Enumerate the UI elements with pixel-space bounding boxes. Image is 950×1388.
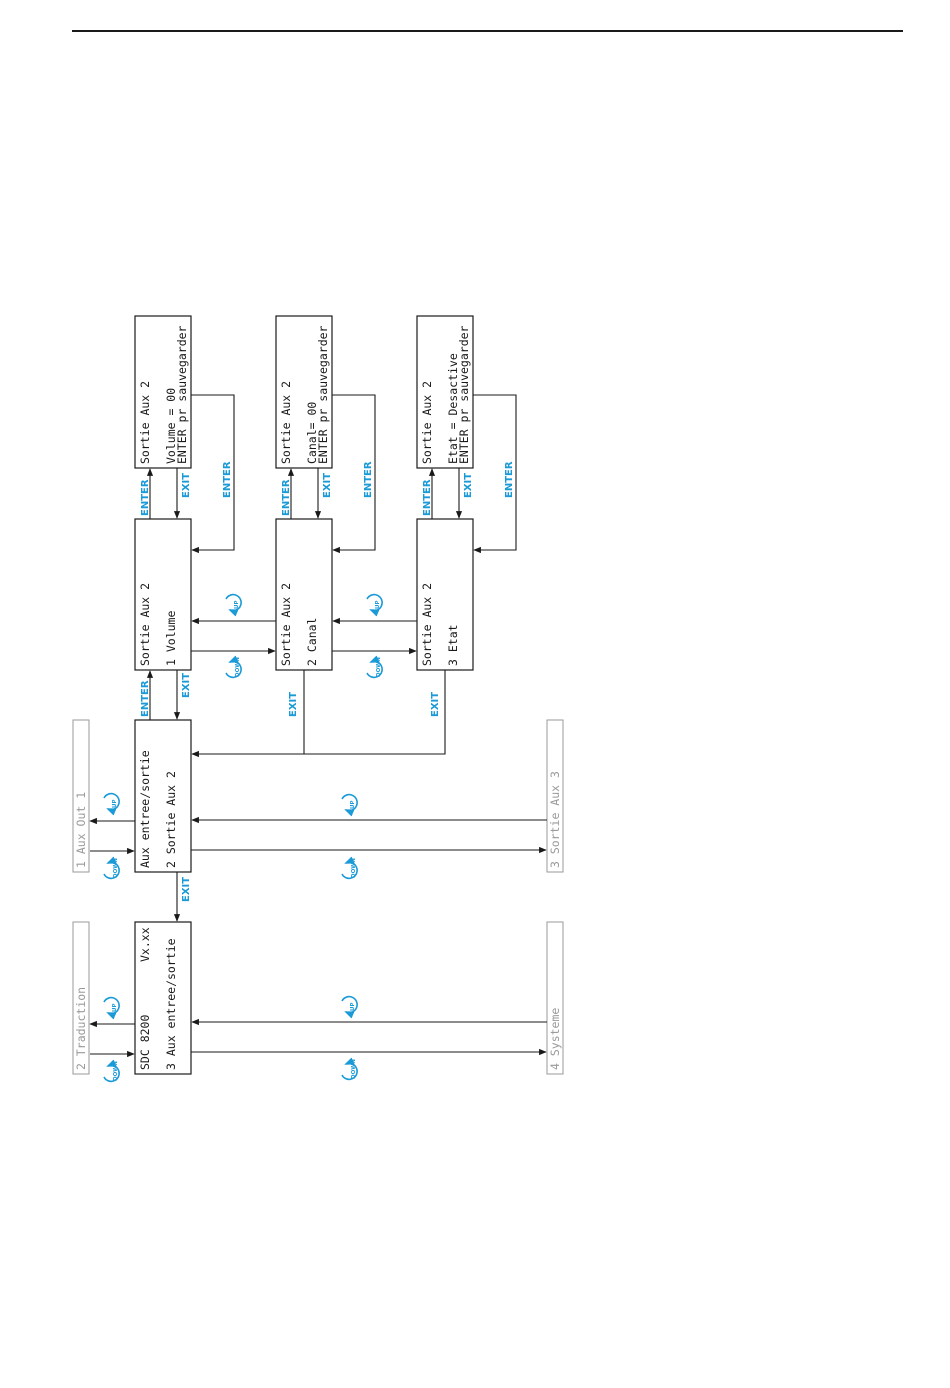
main-box [134, 921, 192, 1075]
sub-etat-line1: Sortie Aux 2 [420, 583, 434, 666]
prev-main-label: 2 Traduction [74, 987, 88, 1070]
down-icon: DOWN [104, 858, 119, 879]
down-icon: DOWN [342, 1059, 357, 1080]
main-line2: 3 Aux entree/sortie [164, 938, 178, 1070]
edit-box-etat [416, 315, 474, 469]
aux-line1: Aux entree/sortie [138, 750, 152, 868]
etat-save-arrow [473, 394, 517, 554]
edit-canal-line1: Sortie Aux 2 [279, 381, 293, 464]
exit-label-etat-edit: EXIT [463, 473, 474, 498]
aux-box [134, 719, 192, 873]
exit-label-canal-aux: EXIT [288, 692, 299, 717]
edit-box-canal [275, 315, 333, 469]
volume-save-arrow [191, 394, 235, 554]
up-icon: UP [342, 795, 357, 811]
sub-canal-line1: Sortie Aux 2 [279, 583, 293, 666]
exit-label-aux-sub: EXIT [181, 673, 192, 698]
svg-text:DOWN: DOWN [113, 1061, 119, 1081]
edit-canal-line3: ENTER pr sauvegarder [316, 325, 330, 464]
enter-label-etat-save: ENTER [504, 461, 515, 498]
up-icon: UP [104, 794, 119, 810]
enter-label-volume-edit: ENTER [140, 479, 151, 516]
next-aux-label: 3 Sortie Aux 3 [548, 771, 562, 868]
svg-text:DOWN: DOWN [376, 657, 382, 677]
svg-text:UP: UP [234, 601, 240, 610]
up-icon: UP [342, 997, 357, 1013]
edit-canal-line2: Canal= 00 [305, 402, 319, 464]
prev-main-box [72, 921, 90, 1075]
down-icon: DOWN [342, 858, 357, 879]
main-version: Vx.xx [138, 927, 152, 962]
sub-canal-line2: 2 Canal [305, 618, 319, 666]
svg-text:DOWN: DOWN [235, 657, 241, 677]
enter-label-canal-save: ENTER [363, 461, 374, 498]
enter-label-volume-save: ENTER [222, 461, 233, 498]
exit-label-canal-edit: EXIT [322, 473, 333, 498]
edit-etat-line3: ENTER pr sauvegarder [457, 325, 471, 464]
main-line1: SDC 8200 [138, 1015, 152, 1070]
enter-label-etat-edit: ENTER [422, 479, 433, 516]
up-icon: UP [367, 595, 382, 611]
svg-text:UP: UP [112, 1004, 118, 1013]
edit-volume-line1: Sortie Aux 2 [138, 381, 152, 464]
svg-text:DOWN: DOWN [351, 1059, 357, 1079]
svg-text:DOWN: DOWN [351, 858, 357, 878]
svg-text:UP: UP [375, 601, 381, 610]
up-icon: UP [226, 595, 241, 611]
canal-save-arrow [332, 394, 376, 554]
sub-volume-line1: Sortie Aux 2 [138, 583, 152, 666]
enter-label-canal-edit: ENTER [281, 479, 292, 516]
next-aux-box [546, 719, 564, 873]
next-main-box [546, 921, 564, 1075]
sub-volume-line2: 1 Volume [164, 611, 178, 666]
edit-volume-line2: Volume = 00 [164, 388, 178, 464]
prev-aux-box [72, 719, 90, 873]
down-icon: DOWN [104, 1061, 119, 1082]
svg-text:UP: UP [112, 800, 118, 809]
exit-label-etat-aux: EXIT [430, 692, 441, 717]
edit-etat-line1: Sortie Aux 2 [420, 381, 434, 464]
down-icon: DOWN [226, 657, 241, 678]
exit-label-aux-main: EXIT [181, 877, 192, 902]
sub-box-volume [134, 518, 192, 671]
edit-volume-line3: ENTER pr sauvegarder [175, 325, 189, 464]
svg-text:UP: UP [350, 1003, 356, 1012]
svg-text:DOWN: DOWN [113, 858, 119, 878]
next-main-label: 4 Systeme [548, 1008, 562, 1070]
svg-text:UP: UP [350, 801, 356, 810]
sub-etat-line2: 3 Etat [446, 624, 460, 666]
edit-box-volume [134, 315, 192, 469]
aux-line2: 2 Sortie Aux 2 [164, 771, 178, 868]
prev-aux-label: 1 Aux Out 1 [74, 792, 88, 868]
enter-label-aux-sub: ENTER [140, 680, 151, 717]
down-icon: DOWN [367, 657, 382, 678]
etat-exit-line [191, 670, 446, 758]
edit-etat-line2: Etat = Desactive [446, 353, 460, 464]
exit-label-volume-edit: EXIT [181, 473, 192, 498]
up-icon: UP [104, 998, 119, 1014]
